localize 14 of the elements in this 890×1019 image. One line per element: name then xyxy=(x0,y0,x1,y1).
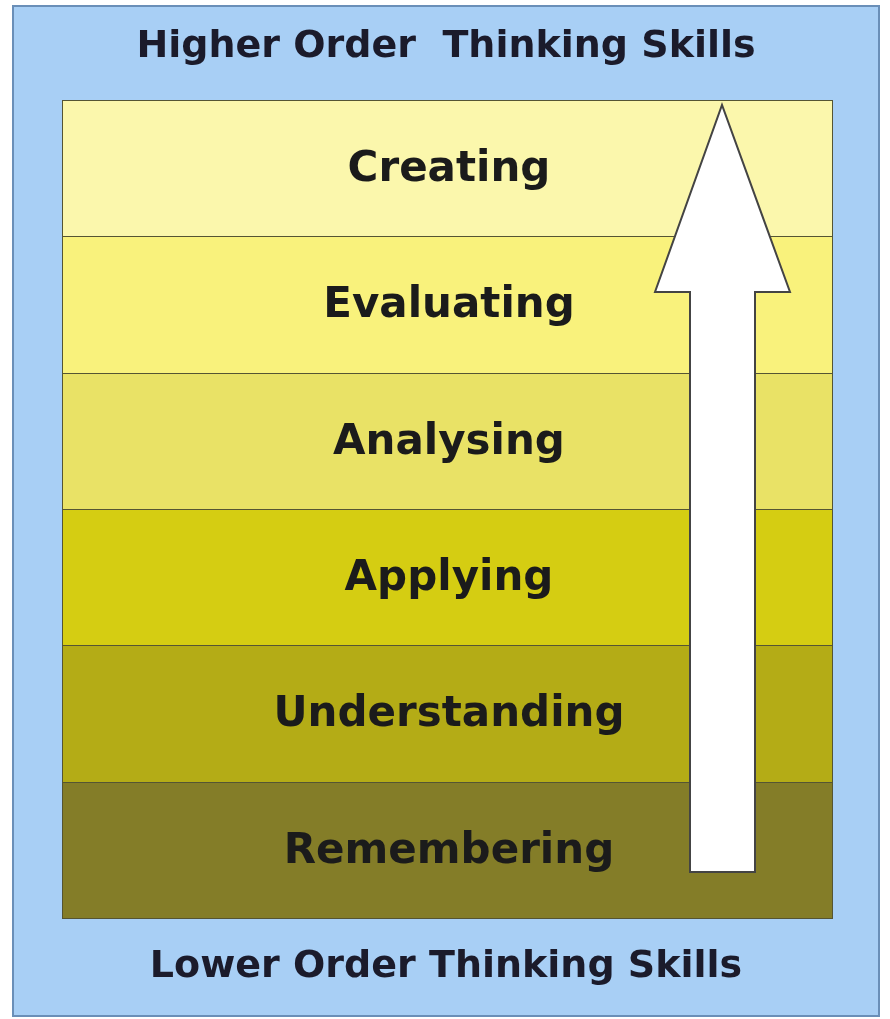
level-label: Remembering xyxy=(283,823,615,873)
level-heading: Lower Order Thinking Skills xyxy=(148,942,744,986)
level-label: Applying xyxy=(344,551,554,601)
level-label: Understanding xyxy=(273,687,625,737)
level-band xyxy=(62,100,833,238)
level-heading: Higher Order Thinking Skills xyxy=(135,22,757,66)
level-label: Analysing xyxy=(333,414,565,464)
level-label: Creating xyxy=(347,142,551,192)
level-band xyxy=(62,645,833,783)
level-band xyxy=(62,372,833,510)
level-band xyxy=(62,781,833,919)
block-arrow xyxy=(653,102,792,873)
level-label: Evaluating xyxy=(323,278,575,328)
level-band xyxy=(62,509,833,647)
